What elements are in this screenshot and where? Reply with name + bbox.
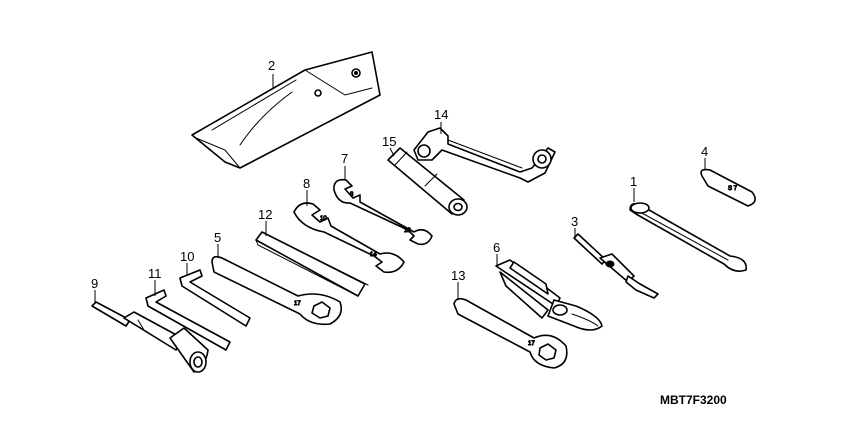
callout-2: 2 — [268, 58, 275, 73]
svg-text:S 7: S 7 — [728, 186, 738, 192]
part-handle-lanyard[interactable] — [629, 202, 747, 272]
callout-4: 4 — [701, 144, 708, 159]
callout-15: 15 — [382, 134, 396, 149]
svg-text:17: 17 — [294, 301, 301, 307]
part-pliers[interactable] — [495, 259, 603, 331]
part-socket-handle[interactable] — [387, 147, 468, 216]
callout-5: 5 — [214, 230, 221, 245]
callout-14: 14 — [434, 107, 448, 122]
callout-1: 1 — [630, 174, 637, 189]
callout-6: 6 — [493, 240, 500, 255]
part-offset-ring-wrench[interactable] — [413, 127, 556, 183]
diagram-code: MBT7F3200 — [660, 393, 727, 407]
part-lower-ring-wrench[interactable]: 17 — [453, 297, 568, 369]
svg-text:8: 8 — [350, 192, 354, 198]
callout-12: 12 — [258, 207, 272, 222]
callout-13: 13 — [451, 268, 465, 283]
svg-text:17: 17 — [528, 341, 535, 347]
part-hex-key-small[interactable] — [179, 269, 251, 327]
part-hex-key-large[interactable] — [145, 289, 231, 351]
callout-7: 7 — [341, 151, 348, 166]
part-open-end-wrench-small[interactable]: 8 10 — [333, 178, 433, 246]
part-flat-ring-wrench[interactable] — [255, 231, 369, 297]
callout-10: 10 — [180, 249, 194, 264]
svg-text:10: 10 — [404, 228, 411, 234]
callout-3: 3 — [571, 214, 578, 229]
callout-11: 11 — [148, 266, 162, 281]
svg-text:10: 10 — [320, 216, 327, 222]
part-tool-bag[interactable] — [191, 51, 381, 169]
part-screwdriver[interactable] — [573, 233, 659, 299]
callout-labels: 2 14 15 7 8 12 5 10 11 9 13 6 3 1 4 — [91, 58, 708, 291]
part-spark-plug-socket[interactable] — [91, 301, 209, 373]
part-flat-key[interactable]: S 7 — [700, 168, 756, 207]
callout-8: 8 — [303, 176, 310, 191]
callout-9: 9 — [91, 276, 98, 291]
leader-lines — [94, 74, 706, 304]
svg-text:14: 14 — [370, 252, 377, 258]
part-open-end-wrench[interactable]: 10 14 — [293, 202, 405, 274]
